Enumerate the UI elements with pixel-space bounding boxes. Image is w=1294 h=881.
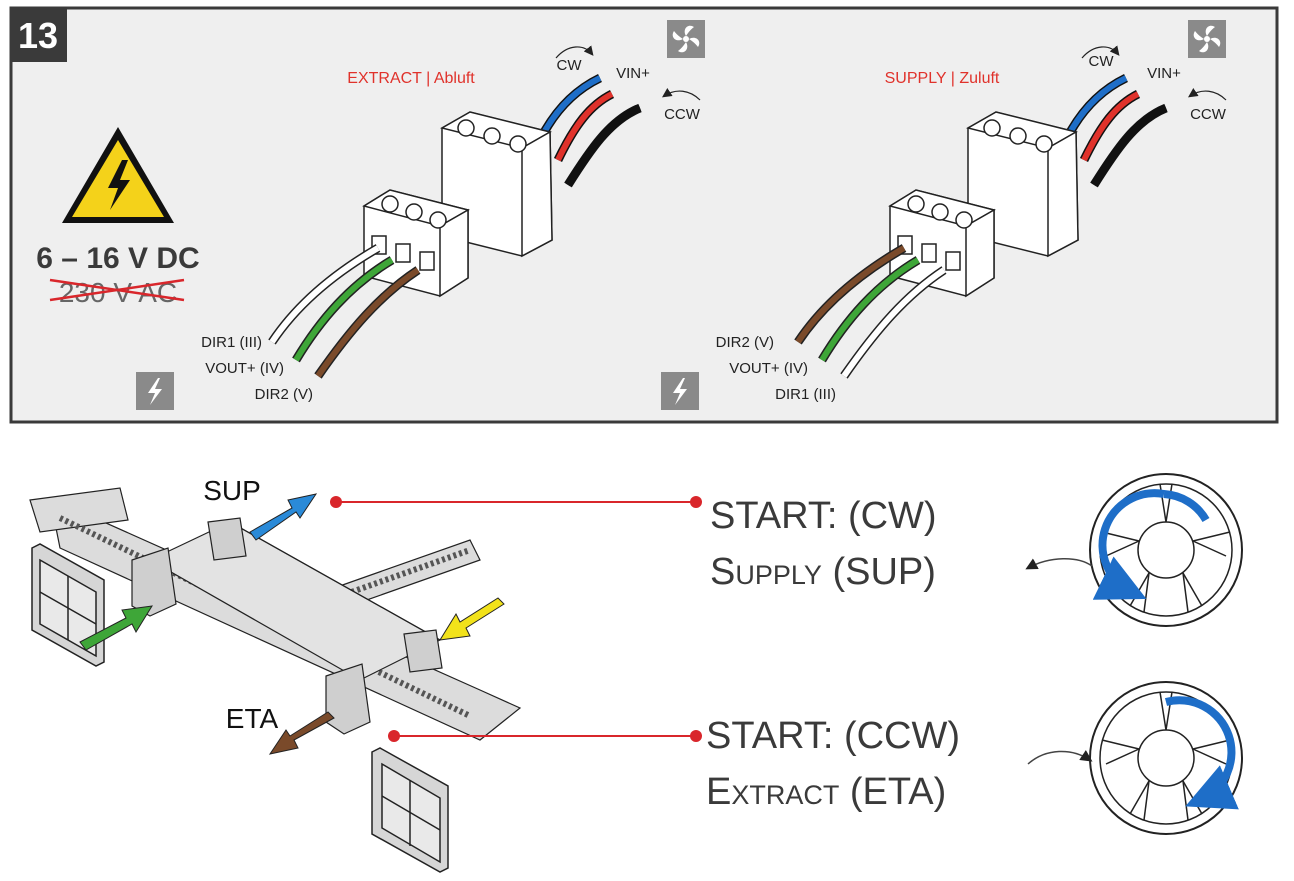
supply-title: SUPPLY | Zuluft — [885, 70, 1000, 87]
duct-illustration: SUP ETA — [29, 475, 522, 873]
window-right — [371, 747, 449, 873]
arrow-exhaust — [268, 711, 335, 755]
extract-cw-label: CW — [557, 57, 583, 74]
supply-connector: SUPPLY | Zuluft — [716, 45, 1227, 403]
cw-name-label: Supply (SUP) — [710, 551, 936, 593]
power-icon — [661, 372, 699, 410]
ccw-start-label: START: (CCW) — [706, 715, 960, 757]
extract-wire-label: DIR1 (III) — [201, 334, 262, 351]
step-number: 13 — [18, 15, 58, 56]
fan-cw-icon — [1089, 473, 1243, 627]
arrow-room — [439, 597, 505, 641]
cw-start-label: START: (CW) — [710, 495, 937, 537]
supply-wire-label: DIR2 (V) — [716, 334, 774, 351]
wiring-panel: 13 6 – 16 V DC 230 V AC — [9, 6, 1279, 424]
extract-wire-label: DIR2 (V) — [255, 386, 313, 403]
step-badge: 13 — [11, 8, 67, 62]
supply-wire-label: VOUT+ (IV) — [729, 360, 808, 377]
fan-icon — [667, 20, 705, 58]
extract-title: EXTRACT | Abluft — [347, 70, 475, 87]
voltage-allowed: 6 – 16 V DC — [36, 242, 199, 275]
svg-text:230 V AC: 230 V AC — [59, 277, 177, 308]
supply-cw-label: CW — [1089, 53, 1115, 70]
supply-ccw-label: CCW — [1190, 106, 1227, 123]
fan-icon — [1188, 20, 1226, 58]
arrow-supply — [249, 493, 318, 541]
supply-vin-label: VIN+ — [1147, 65, 1181, 82]
warning-electric-icon — [62, 127, 174, 223]
voltage-crossed: 230 V AC — [49, 277, 185, 308]
fan-ccw-icon — [1089, 681, 1243, 835]
extract-connector: EXTRACT | Abluft — [201, 45, 701, 403]
extract-wire-label: VOUT+ (IV) — [205, 360, 284, 377]
extract-ccw-label: CCW — [664, 106, 701, 123]
ccw-name-label: Extract (ETA) — [706, 771, 946, 813]
supply-wire-label: DIR1 (III) — [775, 386, 836, 403]
leader-extract — [388, 730, 702, 742]
leader-supply — [330, 496, 702, 508]
eta-label: ETA — [226, 703, 279, 734]
extract-vin-label: VIN+ — [616, 65, 650, 82]
power-icon — [136, 372, 174, 410]
window-left — [31, 543, 105, 667]
sup-label: SUP — [203, 475, 261, 506]
arrow-outdoor — [79, 605, 153, 651]
